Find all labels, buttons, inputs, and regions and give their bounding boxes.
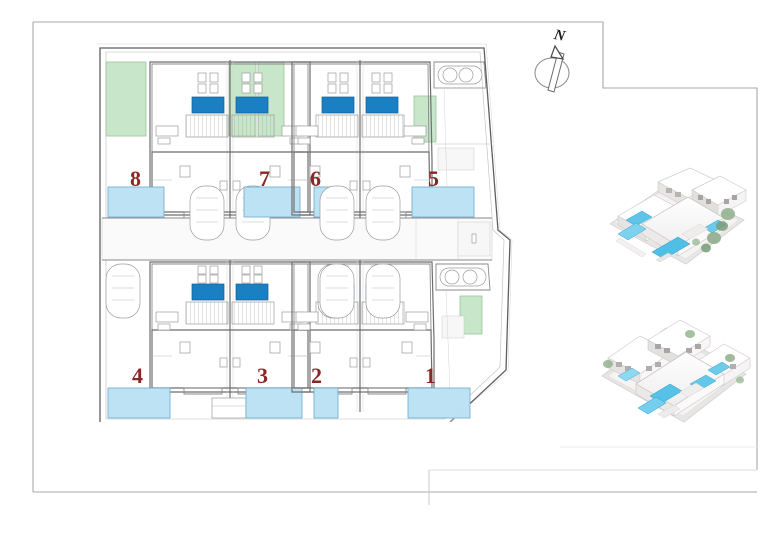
pool-unit-2 — [313, 387, 339, 419]
unit-number-5: 5 — [428, 166, 439, 191]
unit-number-1: 1 — [425, 363, 436, 388]
aerial-render-bottom — [592, 292, 756, 428]
pool-unit-7 — [243, 186, 301, 218]
unit-number-4: 4 — [132, 363, 143, 388]
unit-number-7: 7 — [259, 166, 270, 191]
pool-unit-4 — [107, 387, 171, 419]
unit-number-6: 6 — [310, 166, 321, 191]
pool-unit-5 — [411, 186, 475, 218]
site-plan: .w{fill:none;stroke:#6e6e6e;stroke-width… — [86, 40, 520, 422]
north-arrow-compass: N — [528, 27, 588, 98]
pool-unit-1 — [407, 387, 471, 419]
pool-unit-8 — [107, 186, 165, 218]
unit-number-8: 8 — [130, 166, 141, 191]
compass-icon — [534, 44, 570, 93]
pool-unit-3 — [245, 387, 303, 419]
unit-number-2: 2 — [311, 363, 322, 388]
unit-number-3: 3 — [257, 363, 268, 388]
aerial-render-top — [596, 142, 754, 274]
